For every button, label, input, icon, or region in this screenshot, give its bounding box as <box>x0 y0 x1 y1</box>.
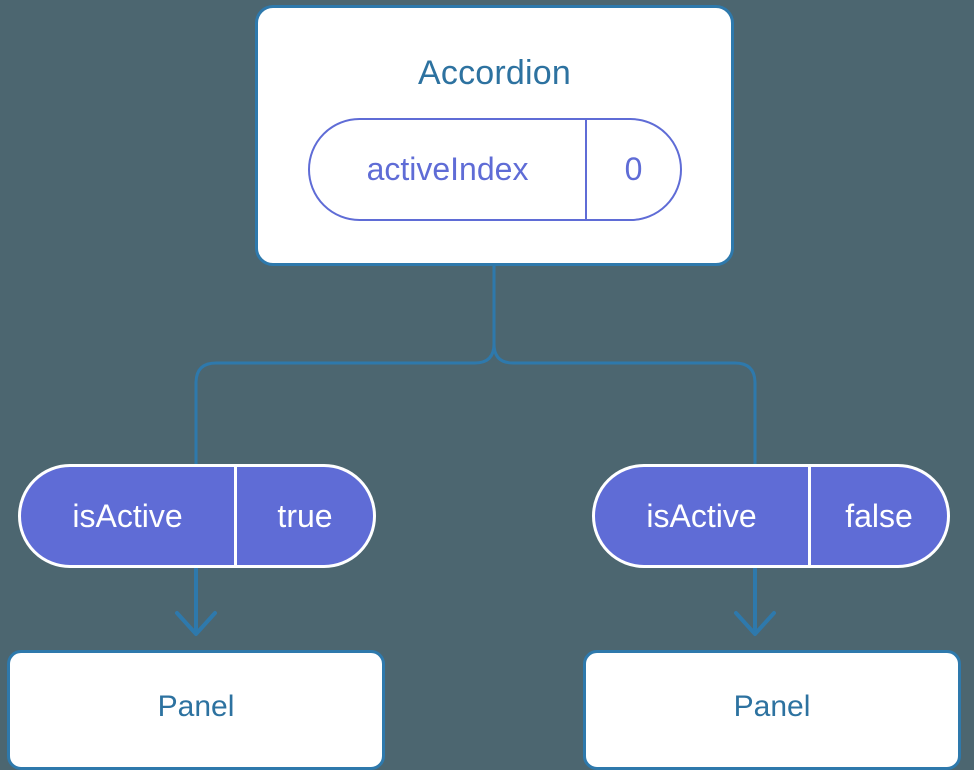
state-badge-value: false <box>845 497 913 534</box>
node-panel-right[interactable]: Panel <box>583 650 961 770</box>
arrow-head-left <box>175 611 217 636</box>
state-badge-key: isActive <box>595 467 811 565</box>
state-badge-value: true <box>277 497 333 534</box>
node-panel-right-label: Panel <box>733 690 811 723</box>
branch-line-right <box>492 343 757 466</box>
state-badge-is-active-true[interactable]: isActive true <box>18 464 376 568</box>
node-panel-left-label: Panel <box>157 690 235 723</box>
node-accordion-label: Accordion <box>418 54 571 92</box>
state-badge-key: isActive <box>21 467 237 565</box>
state-badge-key: activeIndex <box>310 120 587 219</box>
state-badge-is-active-false[interactable]: isActive false <box>592 464 950 568</box>
state-badge-value: 0 <box>624 151 643 187</box>
arrow-head-right <box>734 611 776 636</box>
branch-line-left <box>194 343 496 466</box>
state-badge-active-index[interactable]: activeIndex 0 <box>308 118 682 221</box>
node-panel-left[interactable]: Panel <box>7 650 385 770</box>
